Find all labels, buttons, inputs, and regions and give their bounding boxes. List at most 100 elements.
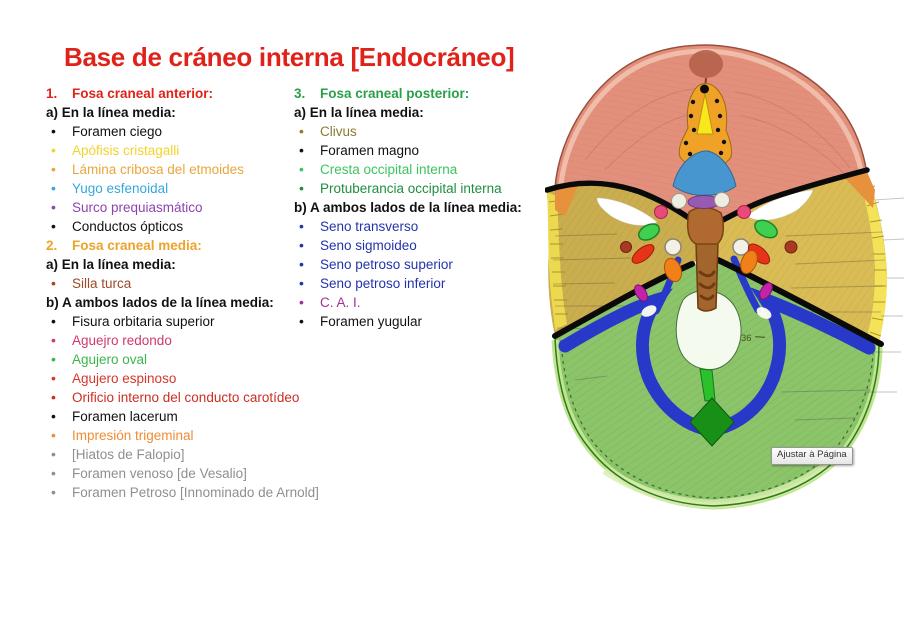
item-label: Foramen lacerum — [72, 409, 178, 424]
internal-occipital-protuberance — [689, 397, 735, 447]
bullet-icon: • — [299, 161, 304, 177]
sphenoidal-jugum-shape — [672, 150, 737, 196]
item-label: Foramen yugular — [320, 314, 423, 329]
bullet-icon: • — [51, 180, 56, 196]
list-item: • Orificio interno del conducto carotídeo — [46, 388, 304, 407]
bullet-icon: • — [51, 389, 56, 405]
bullet-icon: • — [299, 218, 304, 234]
list-header: a) En la línea media: — [46, 255, 304, 274]
foramen-spinosum-right — [784, 240, 798, 254]
bullet-icon: • — [299, 256, 304, 272]
figure-number-dash — [754, 336, 766, 338]
jugular-foramen-right — [756, 307, 772, 319]
item-label: Cresta occipital interna — [320, 162, 458, 177]
bullet-icon: • — [299, 123, 304, 139]
item-label: Orificio interno del conducto carotídeo — [72, 390, 300, 405]
bullet-icon: • — [51, 351, 56, 367]
bullet-icon: • — [51, 218, 56, 234]
list-item: •Foramen lacerum — [46, 407, 304, 426]
list-item: •Yugo esfenoidal — [46, 179, 304, 198]
fit-page-tooltip: Ajustar à Página — [771, 447, 853, 465]
foramen-ovale-right — [754, 219, 778, 239]
list-item: •Seno petroso superior — [294, 255, 544, 274]
item-label: Fosa craneal posterior: — [320, 86, 470, 101]
list-header: 1.Fosa craneal anterior: — [46, 84, 304, 103]
item-label: Fosa craneal anterior: — [72, 86, 214, 101]
bullet-icon: • — [51, 313, 56, 329]
item-label: Agujero oval — [72, 352, 148, 367]
item-number: 3. — [294, 86, 306, 101]
list-item: • Lámina cribosa del etmoides — [46, 160, 304, 179]
item-label: Lámina cribosa del etmoides — [72, 162, 244, 177]
list-item: • Apófisis cristagalli — [46, 141, 304, 160]
item-label: Clivus — [320, 124, 357, 139]
foramen-spinosum-left — [620, 241, 632, 253]
list-item: • Silla turca — [46, 274, 304, 293]
bullet-icon: • — [51, 275, 56, 291]
cribriform-foramina-dots — [683, 98, 727, 157]
item-label: b) A ambos lados de la línea media: — [46, 295, 274, 310]
item-label: Aguejro redondo — [72, 333, 172, 348]
sphenoid-ridge-line — [545, 167, 870, 224]
clivus-ridges — [698, 270, 716, 301]
list-item: •Surco prequiasmático — [46, 198, 304, 217]
trigeminal-impression-right — [740, 250, 758, 274]
foramen-ovale-left — [637, 223, 661, 241]
bullet-icon: • — [51, 370, 56, 386]
bullet-icon: • — [51, 161, 56, 177]
bullet-icon: • — [299, 142, 304, 158]
item-label: Seno transverso — [320, 219, 419, 234]
trigeminal-impression-left — [663, 257, 683, 283]
item-label: a) En la línea media: — [46, 105, 176, 120]
bullet-icon: • — [51, 332, 56, 348]
list-item: •Foramen ciego — [46, 122, 304, 141]
item-label: Foramen magno — [320, 143, 420, 158]
bullet-icon: • — [51, 465, 56, 481]
foramen-cecum-dot — [700, 84, 709, 94]
bullet-icon: • — [51, 123, 56, 139]
foramen-rotundum-left — [654, 205, 668, 219]
list-item: •Agujero espinoso — [46, 369, 304, 388]
list-item: •Conductos ópticos — [46, 217, 304, 236]
bullet-icon: • — [51, 484, 56, 500]
item-label: Surco prequiasmático — [72, 200, 203, 215]
list-item: •C. A. I. — [294, 293, 544, 312]
item-label: Seno sigmoideo — [320, 238, 417, 253]
item-label: Foramen venoso [de Vesalio] — [72, 466, 247, 481]
internal-acoustic-meatus-right — [759, 282, 773, 300]
item-label: Apófisis cristagalli — [72, 143, 180, 158]
list-item: • Aguejro redondo — [46, 331, 304, 350]
figure-number-label: 36 — [741, 333, 752, 344]
list-item: • Clivus — [294, 122, 544, 141]
item-label: a) En la línea media: — [294, 105, 424, 120]
item-label: Silla turca — [72, 276, 132, 291]
superior-orbital-fissure-left — [596, 197, 658, 226]
list-header: b) A ambos lados de la línea media: — [46, 293, 304, 312]
item-label: Protuberancia occipital interna — [320, 181, 502, 196]
list-item: • Foramen magno — [294, 141, 544, 160]
item-label: a) En la línea media: — [46, 257, 176, 272]
bullet-icon: • — [299, 294, 304, 310]
carotid-canal-left — [664, 238, 682, 256]
list-header: a) En la línea media: — [46, 103, 304, 122]
list-item: •Foramen yugular — [294, 312, 544, 331]
list-column-left: 1.Fosa craneal anterior: a) En la línea m… — [46, 84, 319, 502]
lesser-wing-left — [555, 184, 579, 216]
optic-canal-left — [671, 193, 687, 209]
bullet-icon: • — [51, 142, 56, 158]
carotid-orifice-left — [631, 244, 655, 264]
list-header: 2.Fosa craneal media: — [46, 236, 304, 255]
item-label: Fisura orbitaria superior — [72, 314, 215, 329]
lesser-wing-right — [845, 172, 875, 208]
page-title: Base de cráneo interna [Endocráneo] — [64, 42, 515, 72]
list-item: • Seno sigmoideo — [294, 236, 544, 255]
jugular-foramen-left — [641, 305, 657, 317]
internal-acoustic-meatus-left — [634, 284, 648, 302]
item-label: Foramen Petroso [Innominado de Arnold] — [72, 485, 319, 500]
list-item: •Seno petroso inferior — [294, 274, 544, 293]
list-item: • Seno transverso — [294, 217, 544, 236]
bullet-icon: • — [299, 237, 304, 253]
list-header: a) En la línea media: — [294, 103, 544, 122]
optic-canal-right — [714, 192, 730, 208]
